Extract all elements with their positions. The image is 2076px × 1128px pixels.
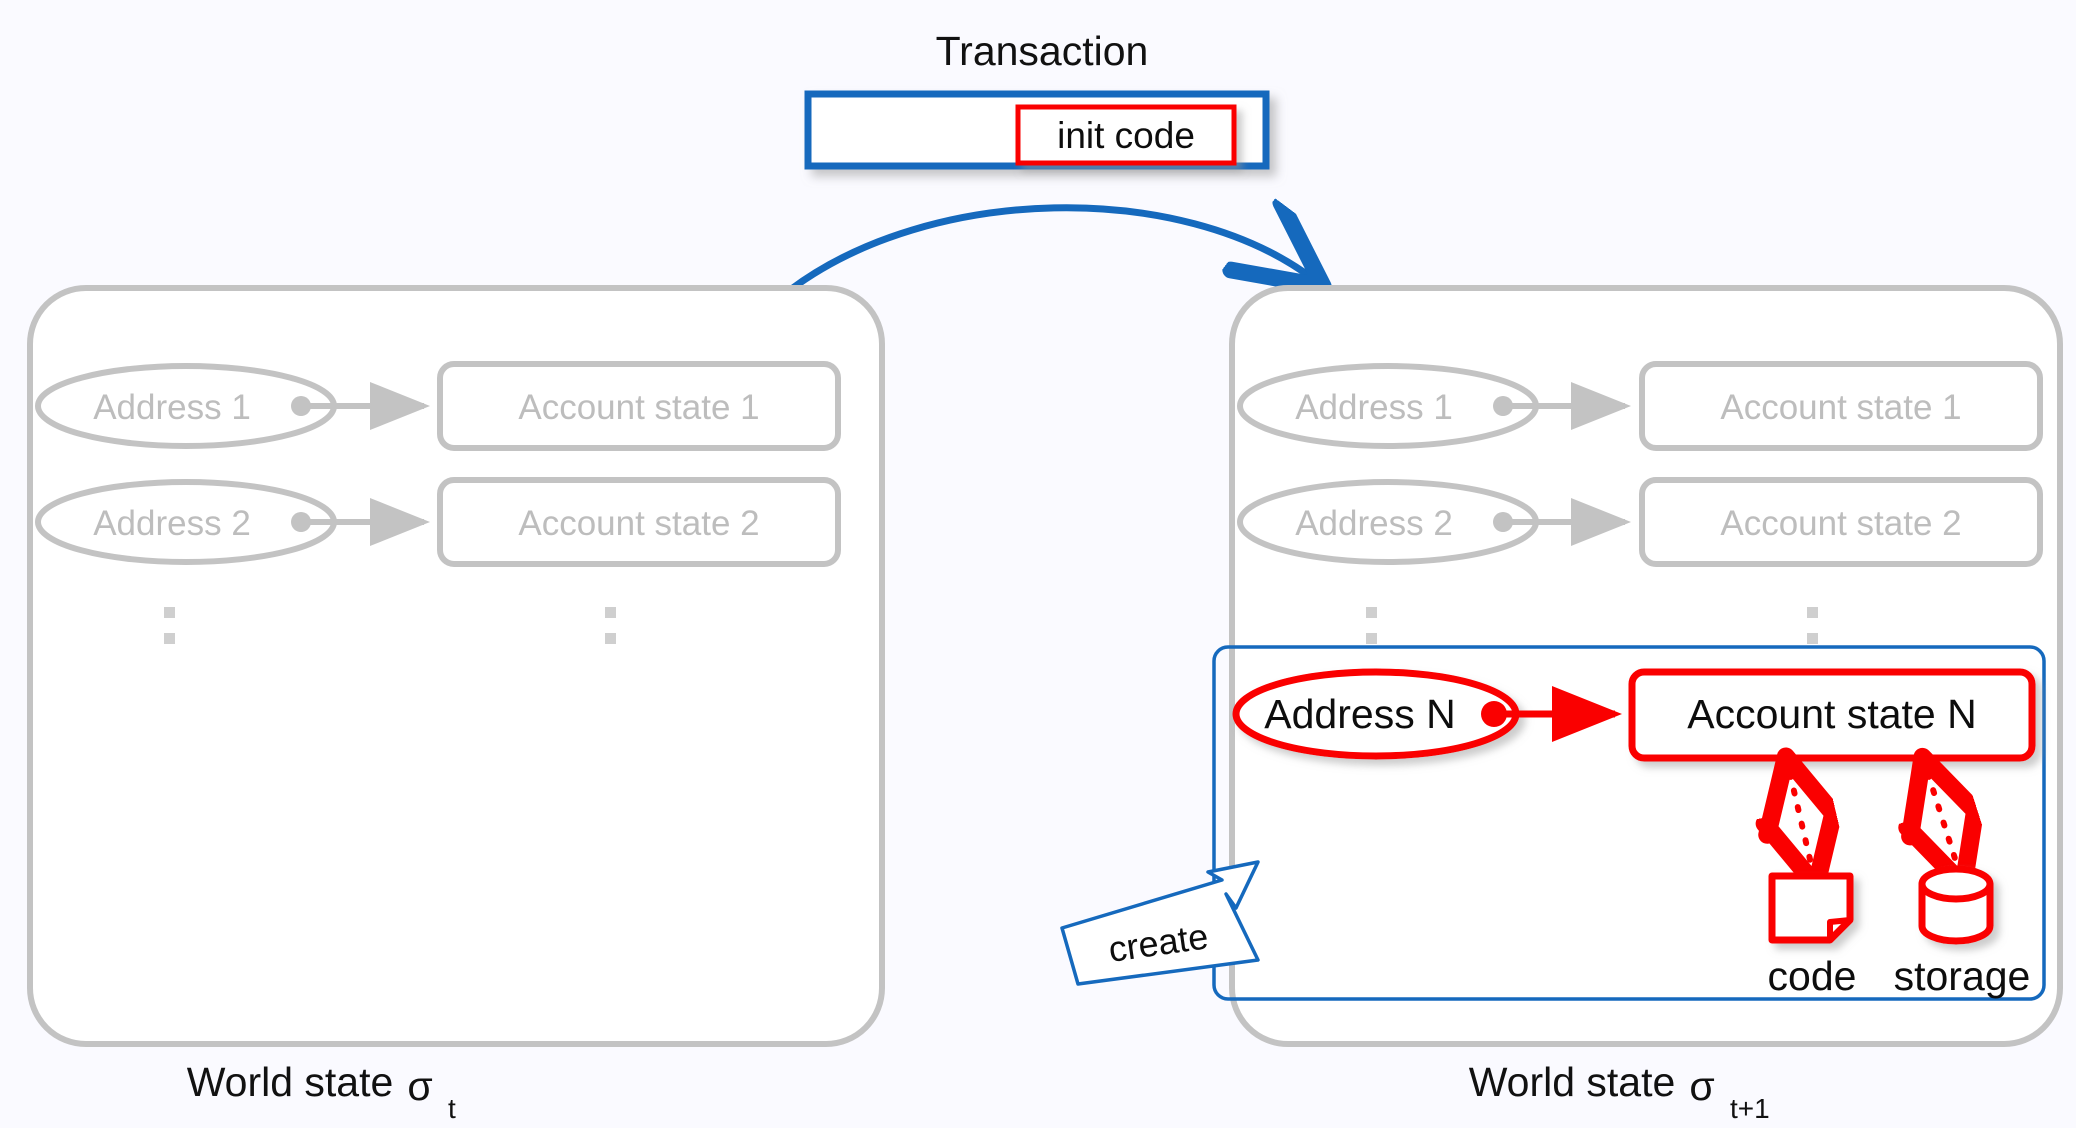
left-world-state-panel: Address 1 Account state 1 Address 2 Acco…: [27, 285, 885, 1047]
transition-arrow: [786, 208, 1312, 290]
right-caption-subscript: t+1: [1730, 1093, 1770, 1124]
account-state-label: Account state 2: [1720, 504, 1961, 543]
left-row-1: Address 1 Account state 1: [35, 361, 841, 451]
transaction-box: init code: [804, 90, 1270, 170]
code-document-icon: [1768, 872, 1854, 944]
right-ellipsis-states: [1807, 607, 1818, 644]
left-row-2: Address 2 Account state 2: [35, 477, 841, 567]
created-account-region-border: [1212, 645, 2046, 1001]
address-label: Address 2: [93, 504, 251, 543]
left-caption-subscript: t: [448, 1093, 456, 1124]
account-state-label: Account state 1: [1720, 388, 1961, 427]
address-n-label: Address N: [1264, 691, 1455, 737]
storage-cylinder-icon: [1918, 865, 1994, 945]
left-caption-text: World state: [187, 1059, 394, 1105]
init-code-label: init code: [1057, 115, 1195, 156]
right-caption-sigma: σ: [1689, 1063, 1714, 1109]
left-ellipsis-addresses: [164, 607, 175, 644]
left-caption-sigma: σ: [407, 1063, 432, 1109]
init-code-box: [1015, 104, 1237, 166]
created-account-region: Address N Account state N code storage: [1212, 645, 2046, 1001]
right-panel-caption: World state σ t+1: [1469, 1059, 1770, 1124]
code-label: code: [1768, 953, 1857, 999]
left-ellipsis-states: [605, 607, 616, 644]
code-link-arrow: [1790, 774, 1812, 868]
address-label: Address 2: [1295, 504, 1453, 543]
account-state-label: Account state 2: [518, 504, 759, 543]
right-world-state-panel: Address 1 Account state 1 Address 2 Acco…: [1229, 285, 2063, 1047]
account-state-n-label: Account state N: [1687, 691, 1976, 737]
right-caption-text: World state: [1469, 1059, 1676, 1105]
account-state-box: [437, 477, 841, 567]
right-row-1: Address 1 Account state 1: [1237, 361, 2043, 451]
storage-link-arrow: [1928, 774, 1958, 868]
left-panel-caption: World state σ t: [187, 1059, 456, 1124]
create-callout-shape: [1060, 860, 1260, 986]
account-state-label: Account state 1: [518, 388, 759, 427]
account-state-box: [1639, 477, 2043, 567]
address-label: Address 1: [1295, 388, 1453, 427]
right-ellipsis-addresses: [1366, 607, 1377, 644]
transaction-title: Transaction: [936, 28, 1149, 74]
address-label: Address 1: [93, 388, 251, 427]
right-row-2: Address 2 Account state 2: [1237, 477, 2043, 567]
account-state-box: [437, 361, 841, 451]
storage-label: storage: [1894, 953, 2031, 999]
create-callout: create: [1060, 860, 1260, 986]
account-state-box: [1639, 361, 2043, 451]
